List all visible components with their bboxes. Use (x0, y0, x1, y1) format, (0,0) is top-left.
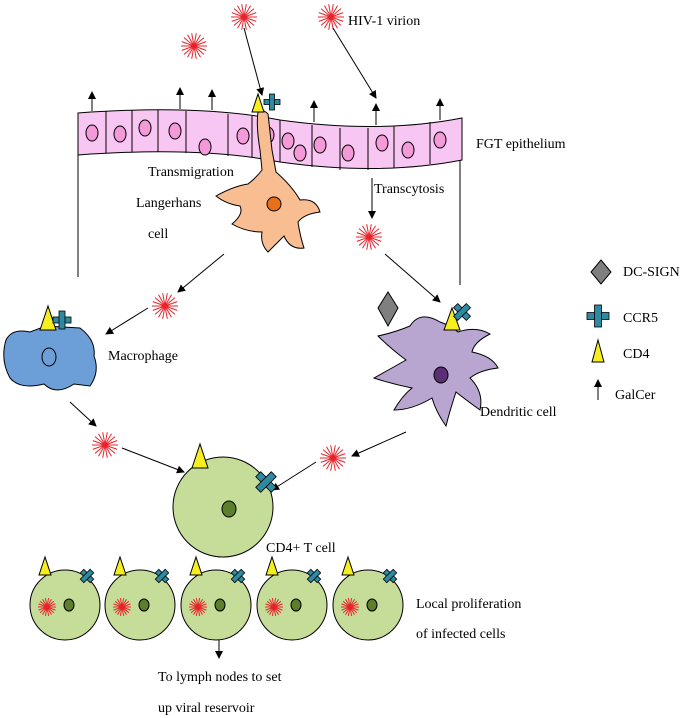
integrated-virus-icon (113, 598, 131, 616)
cd4-t-cell (172, 442, 277, 558)
cd4-receptor (265, 555, 279, 576)
legend: DC-SIGN CCR5 CD4 GalCer (586, 259, 680, 403)
cell-nucleus (214, 598, 226, 612)
triangle-icon (591, 338, 605, 363)
lymph-label-2: up viral reservoir (158, 701, 255, 716)
legend-label: CCR5 (623, 311, 658, 326)
ccr5-receptor (263, 93, 281, 111)
ccr5-receptor (79, 568, 95, 584)
ccr5-receptor (452, 302, 472, 322)
flow-arrows (69, 27, 441, 659)
hiv-virion-icon (92, 432, 118, 458)
hiv-virion-icon (320, 445, 346, 471)
cd4-receptor (113, 555, 127, 576)
macrophage-cell (3, 304, 97, 391)
cd4-receptor (341, 555, 355, 576)
epithelial-nuclei (85, 119, 447, 162)
ccr5-receptor (255, 471, 277, 493)
cell-nucleus (138, 598, 150, 612)
hiv-virion-icon (181, 33, 207, 59)
hiv-virion-icon (318, 4, 344, 30)
langerhans-label-2: cell (148, 227, 168, 242)
dendritic-label: Dendritic cell (480, 405, 557, 420)
cell-nucleus (290, 598, 302, 612)
hiv-virion-icon (231, 4, 257, 30)
cd4-receptor (191, 442, 209, 469)
cd4t-label: CD4+ T cell (266, 541, 336, 556)
cell-nucleus (63, 598, 75, 612)
proliferation-label-2: of infected cells (416, 627, 505, 642)
ccr5-receptor (306, 568, 322, 584)
macrophage-label: Macrophage (108, 349, 178, 364)
legend-label: DC-SIGN (623, 265, 680, 280)
integrated-virus-icon (189, 598, 207, 616)
cd4-receptor (38, 555, 52, 576)
legend-label: GalCer (615, 388, 656, 403)
cd4-receptor (189, 555, 203, 576)
hiv-virion-icon (356, 224, 382, 250)
cd4-receptor (39, 304, 57, 331)
langerhans-cell (215, 92, 321, 253)
ccr5-receptor (154, 568, 170, 584)
virions (92, 4, 382, 471)
cd4-receptor (251, 92, 265, 113)
ccr5-receptor (52, 310, 72, 330)
galcer-arrows (88, 87, 444, 125)
hiv-virion-icon (152, 293, 178, 319)
proliferation-label: Local proliferation (416, 597, 521, 612)
transcytosis-label: Transcytosis (374, 182, 444, 197)
epithelium-label: FGT epithelium (476, 137, 566, 152)
ccr5-receptor (382, 568, 398, 584)
infected-cells-row (29, 555, 404, 641)
ccr5-receptor (230, 568, 246, 584)
dendritic-cell (372, 291, 499, 428)
cross-icon (586, 304, 610, 328)
diamond-icon (590, 259, 612, 285)
integrated-virus-icon (341, 598, 359, 616)
virion-label: HIV-1 virion (348, 14, 420, 29)
cell-nucleus (366, 598, 378, 612)
transmigration-label: Transmigration (148, 165, 234, 180)
lymph-label: To lymph nodes to set (158, 670, 282, 685)
integrated-virus-icon (38, 598, 56, 616)
langerhans-label: Langerhans (136, 196, 201, 211)
legend-label: CD4 (623, 347, 649, 362)
dc-sign-receptor (377, 291, 399, 328)
integrated-virus-icon (265, 598, 283, 616)
